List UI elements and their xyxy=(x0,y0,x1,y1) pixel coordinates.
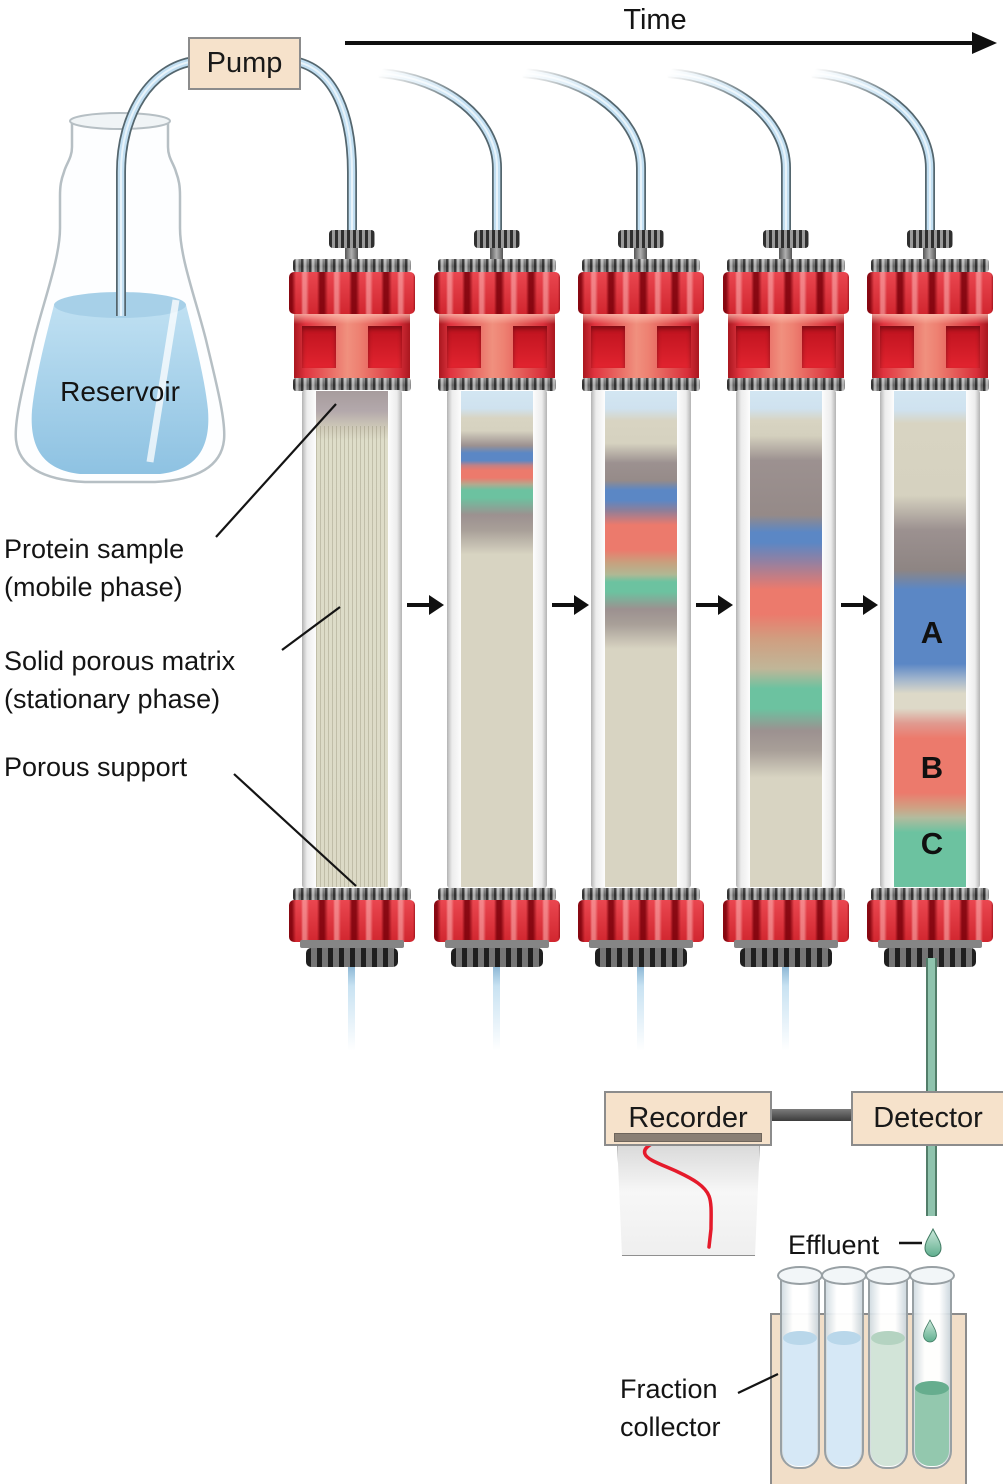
top-cap xyxy=(723,272,849,314)
matrix-fill xyxy=(461,391,533,887)
tube-to-column-5 xyxy=(811,68,935,236)
column-stage-2 xyxy=(434,230,560,1062)
outlet-drip-tube xyxy=(493,967,500,1062)
inlet-fitting-icon xyxy=(907,230,953,248)
outlet-drip-tube xyxy=(782,967,789,1062)
outlet-fitting-icon xyxy=(884,948,976,967)
recorder-detector-cable xyxy=(766,1109,853,1121)
column-stage-4 xyxy=(723,230,849,1062)
band-c-label: C xyxy=(920,826,944,861)
reservoir-label: Reservoir xyxy=(60,376,180,407)
band-b-label: B xyxy=(920,750,944,785)
fraction-collector-label: Fraction collector xyxy=(620,1374,721,1443)
paper-slot xyxy=(614,1133,762,1142)
bottom-cap xyxy=(434,900,560,942)
outlet-fitting-icon xyxy=(306,948,398,967)
tube-to-column-2 xyxy=(378,68,502,236)
outlet-fitting-icon xyxy=(451,948,543,967)
matrix-fill xyxy=(750,391,822,887)
outlet-fitting-icon xyxy=(740,948,832,967)
top-cap xyxy=(578,272,704,314)
effluent-tube xyxy=(926,958,937,1216)
glass-tube xyxy=(447,390,547,888)
top-cap xyxy=(434,272,560,314)
inlet-fitting-icon xyxy=(618,230,664,248)
flask-rim xyxy=(69,112,171,130)
pump-box: Pump xyxy=(188,37,301,90)
bottom-cap xyxy=(723,900,849,942)
inlet-fitting-icon xyxy=(763,230,809,248)
inlet-tube xyxy=(116,56,196,316)
matrix-fill xyxy=(605,391,677,887)
matrix-fill xyxy=(316,391,388,887)
column-stage-5 xyxy=(867,230,993,1062)
glass-tube xyxy=(736,390,836,888)
inlet-fitting-icon xyxy=(329,230,375,248)
inlet-fitting-icon xyxy=(474,230,520,248)
porous-support-label: Porous support xyxy=(4,752,188,782)
bottom-cap xyxy=(867,900,993,942)
bottom-cap xyxy=(289,900,415,942)
glass-tube xyxy=(302,390,402,888)
band-a-label: A xyxy=(920,615,944,650)
column-stage-1 xyxy=(289,230,415,1062)
bottom-cap xyxy=(578,900,704,942)
tube-to-column-4 xyxy=(667,68,791,236)
top-cap xyxy=(289,272,415,314)
effluent-drop-icon xyxy=(924,1227,942,1257)
collection-tube-2 xyxy=(821,1266,867,1469)
time-axis-label: Time xyxy=(623,4,687,36)
collection-tube-1 xyxy=(777,1266,823,1469)
recorder-box: Recorder xyxy=(604,1091,772,1146)
chart-paper xyxy=(617,1140,760,1256)
tube-pump-to-column-1 xyxy=(291,56,357,236)
protein-sample-label: Protein sample (mobile phase) xyxy=(4,534,185,603)
flask-body xyxy=(14,119,226,484)
matrix-label: Solid porous matrix (stationary phase) xyxy=(4,646,236,715)
tube-to-column-3 xyxy=(522,68,646,236)
column-stage-3 xyxy=(578,230,704,1062)
top-cap xyxy=(867,272,993,314)
outlet-drip-tube xyxy=(637,967,644,1062)
matrix-fill xyxy=(894,391,966,887)
effluent-label: Effluent xyxy=(788,1230,880,1260)
outlet-fitting-icon xyxy=(595,948,687,967)
outlet-drip-tube xyxy=(348,967,355,1062)
collection-tube-4 xyxy=(909,1266,955,1469)
detector-trace xyxy=(642,1141,713,1249)
liquid-surface xyxy=(54,292,186,318)
glass-tube xyxy=(880,390,980,888)
collection-tube-3 xyxy=(865,1266,911,1469)
glass-tube xyxy=(591,390,691,888)
detector-box: Detector xyxy=(851,1091,1003,1146)
reservoir-flask xyxy=(14,112,226,484)
